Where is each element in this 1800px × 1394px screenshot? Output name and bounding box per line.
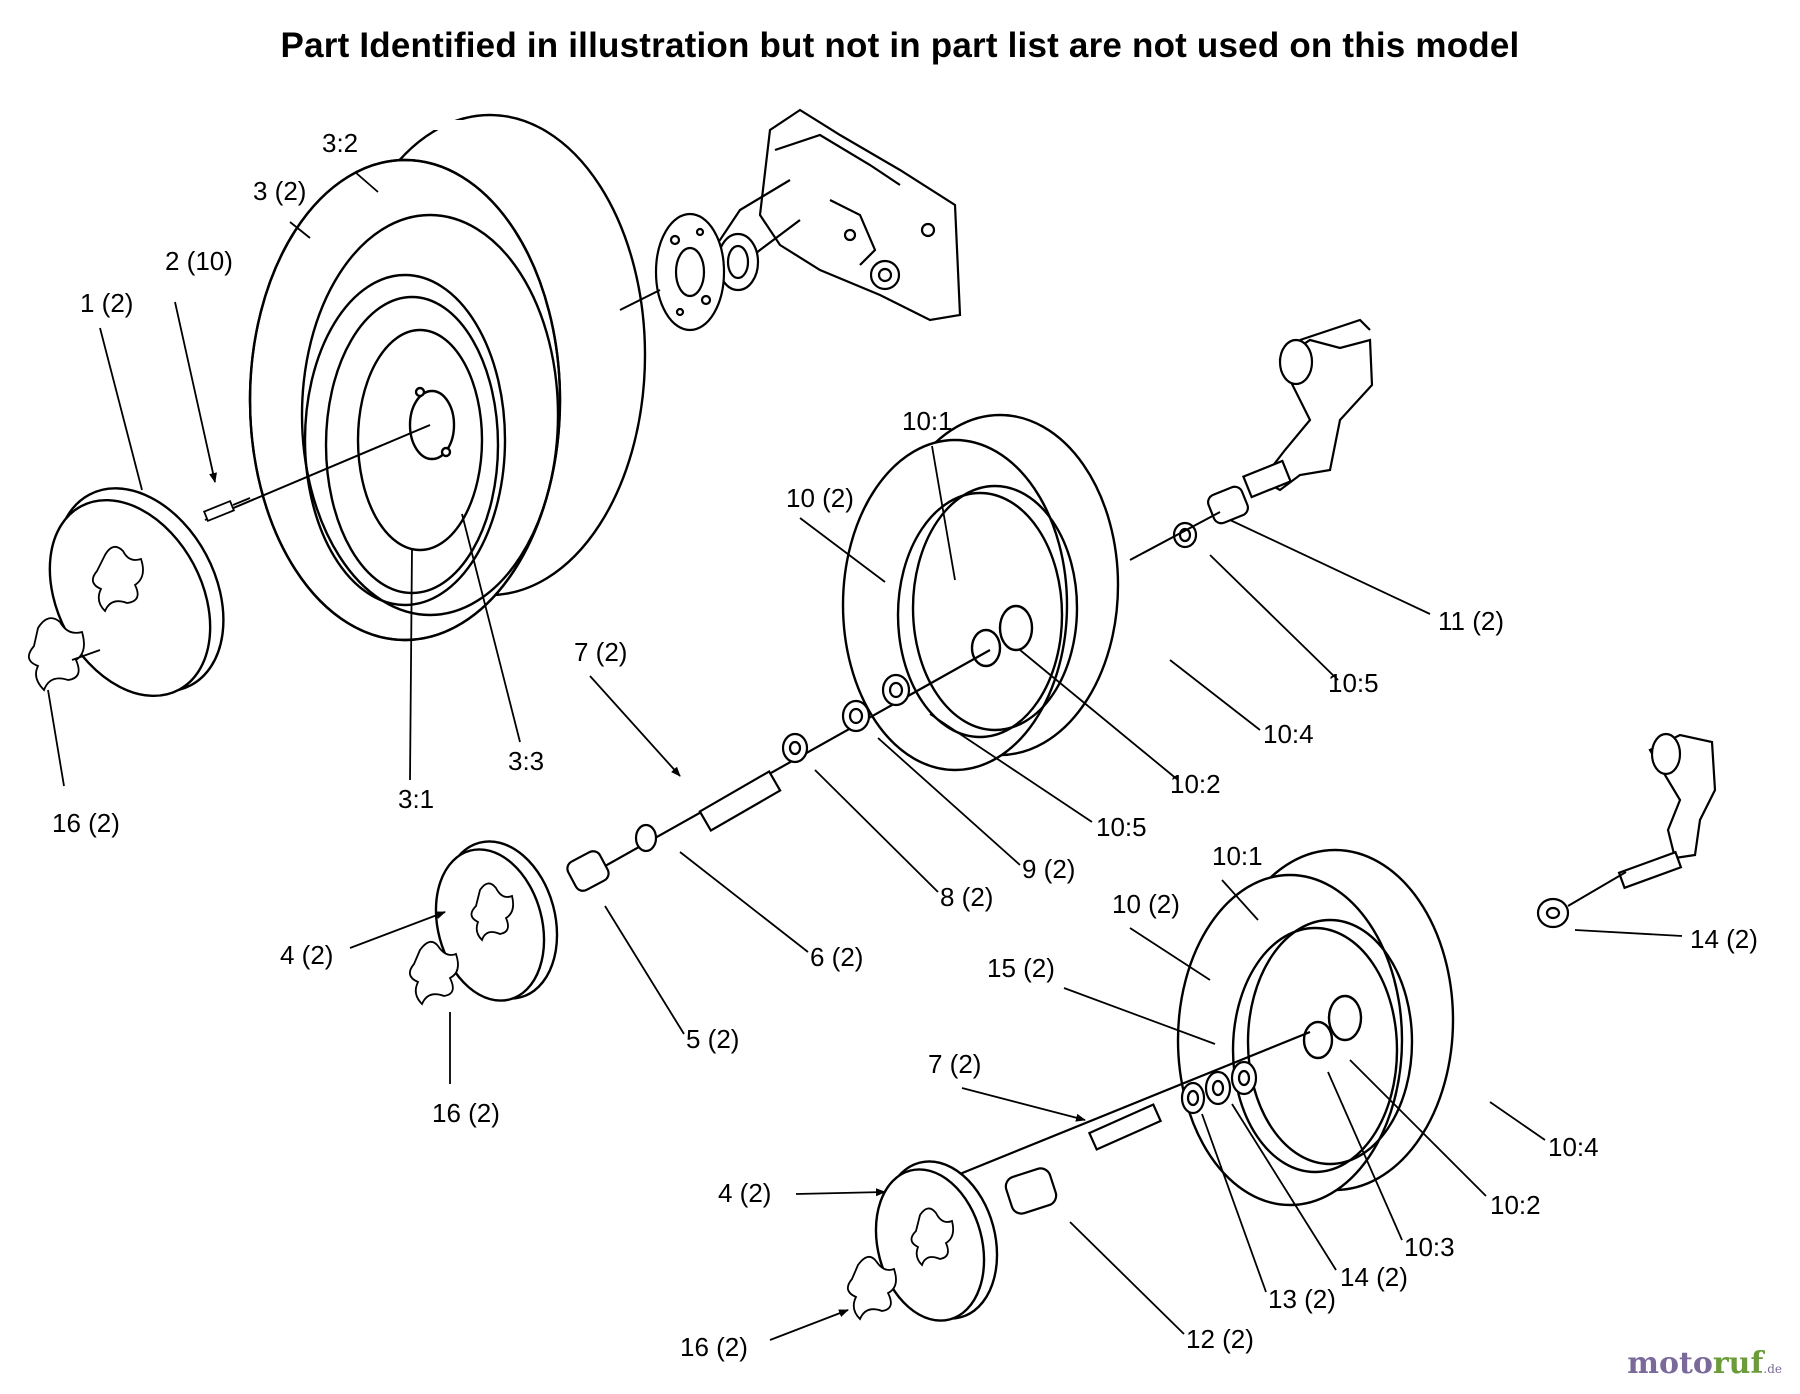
leader-lines: [47, 171, 1683, 1341]
callout-l-3: 3 (2): [253, 176, 306, 206]
callout-l-9: 9 (2): [1022, 854, 1075, 884]
callout-l-3-2: 3:2: [322, 128, 358, 158]
callout-l-10-5b: 10:5: [1096, 812, 1147, 842]
callout-l-12: 12 (2): [1186, 1324, 1254, 1354]
lower-axle-parts: [944, 1030, 1311, 1215]
callout-l-10-5a: 10:5: [1328, 668, 1379, 698]
transaxle-housing: [704, 108, 962, 322]
callout-l-10b: 10 (2): [1112, 889, 1180, 919]
callout-l-15: 15 (2): [987, 953, 1055, 983]
hubcap-lower-small: [874, 1160, 999, 1322]
callout-l-10a: 10 (2): [786, 483, 854, 513]
callout-l-10-4a: 10:4: [1263, 719, 1314, 749]
callout-l-4b: 4 (2): [718, 1178, 771, 1208]
front-spindle-lower: [1536, 732, 1717, 929]
front-spindle-upper: [1172, 318, 1374, 549]
rear-tire: [248, 113, 647, 642]
callout-l-10-3: 10:3: [1404, 1232, 1455, 1262]
front-tire-lower: [1176, 848, 1455, 1207]
diagram-title: Part Identified in illustration but not …: [280, 26, 1520, 65]
decal-large: [28, 617, 101, 692]
callout-l-10-2b: 10:2: [1490, 1190, 1541, 1220]
front-tire-upper: [841, 413, 1120, 772]
upper-axle-parts: [566, 649, 991, 892]
callout-l-10-4b: 10:4: [1548, 1132, 1599, 1162]
callout-l-7a: 7 (2): [574, 637, 627, 667]
callout-l-11: 11 (2): [1438, 606, 1504, 636]
callout-labels: 3:2 3 (2) 2 (10) 1 (2) 16 (2) 3:1 3:3 10:1 10 (2…: [52, 128, 1758, 1362]
callout-l-2: 2 (10): [165, 246, 233, 276]
callout-l-10-2a: 10:2: [1170, 769, 1221, 799]
callout-l-3-3: 3:3: [508, 746, 544, 776]
callout-l-5: 5 (2): [686, 1024, 739, 1054]
callout-l-16b: 16 (2): [432, 1098, 500, 1128]
callout-l-10-1b: 10:1: [1212, 841, 1263, 871]
rear-axle-line: [204, 289, 661, 521]
hubcap-upper-small: [434, 840, 559, 1002]
callout-l-7b: 7 (2): [928, 1049, 981, 1079]
callout-l-4a: 4 (2): [280, 940, 333, 970]
callout-l-16a: 16 (2): [52, 808, 120, 838]
decal-lower-small: [846, 1255, 897, 1321]
callout-l-1: 1 (2): [80, 288, 133, 318]
hubcap-large: [48, 487, 225, 698]
callout-l-14b: 14 (2): [1340, 1262, 1408, 1292]
callout-l-10-1a: 10:1: [902, 406, 953, 436]
callout-l-3-1: 3:1: [398, 784, 434, 814]
watermark-logo: motoruf.de: [1627, 1346, 1782, 1381]
callout-l-16c: 16 (2): [680, 1332, 748, 1362]
callout-l-6: 6 (2): [810, 942, 863, 972]
hub-flange: [654, 212, 726, 332]
callout-l-8: 8 (2): [940, 882, 993, 912]
callout-l-13: 13 (2): [1268, 1284, 1336, 1314]
decal-upper-small: [408, 940, 459, 1006]
callout-l-14a: 14 (2): [1690, 924, 1758, 954]
